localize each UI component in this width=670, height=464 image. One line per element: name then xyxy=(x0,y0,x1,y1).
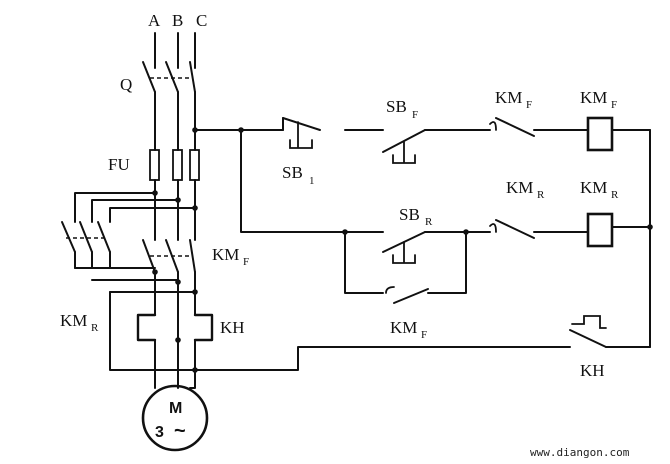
motor-phase-label: 3 xyxy=(155,424,164,441)
motor-m-label: M xyxy=(169,400,182,417)
kmr-contact-sub: R xyxy=(537,189,545,201)
sbf-sub: F xyxy=(412,109,418,121)
motor-ac-label: ~ xyxy=(174,420,186,442)
km-mid-label: KM xyxy=(212,245,239,264)
sbr-label: SB xyxy=(399,205,420,224)
phase-b-label: B xyxy=(172,11,183,30)
kmf-coil-label: KM xyxy=(580,88,607,107)
kh-overload-contact xyxy=(194,315,651,371)
kmr-main-contacts xyxy=(61,221,111,269)
forward-button-sbf xyxy=(382,129,461,164)
kmf-hold-label: KM xyxy=(390,318,417,337)
km-left-label: KM xyxy=(60,311,87,330)
kmf-interlock-contact xyxy=(489,219,589,239)
main-switch-q xyxy=(142,61,196,93)
sb1-label: SB xyxy=(282,163,303,182)
watermark: www.diangon.com xyxy=(530,446,630,459)
kmr-coil-label: KM xyxy=(580,178,607,197)
sb1-sub: 1 xyxy=(309,175,315,187)
control-circuit xyxy=(192,116,653,371)
kmf-coil-sub: F xyxy=(611,99,617,111)
kmr-coil xyxy=(586,212,614,248)
fuse-fu-label: FU xyxy=(108,155,130,174)
km-left-sub: R xyxy=(91,322,99,334)
reverse-button-sbr xyxy=(382,231,491,264)
kmf-contact-sub: F xyxy=(526,99,532,111)
phase-c-label: C xyxy=(196,11,207,30)
sbf-label: SB xyxy=(386,97,407,116)
kmf-coil xyxy=(586,116,614,152)
power-circuit xyxy=(61,32,214,389)
km-mid-sub: F xyxy=(243,256,249,268)
kmr-coil-sub: R xyxy=(611,189,619,201)
fuses-fu xyxy=(149,149,200,181)
kh-left-label: KH xyxy=(220,318,245,337)
kmr-contact-label: KM xyxy=(506,178,533,197)
kmf-contact-label: KM xyxy=(495,88,522,107)
phase-a-label: A xyxy=(148,11,161,30)
kmr-interlock-contact xyxy=(489,117,589,137)
kmf-hold-sub: F xyxy=(421,329,427,341)
kmf-main-contacts xyxy=(142,239,196,273)
sbr-sub: R xyxy=(425,216,433,228)
stop-button-sb1 xyxy=(282,117,321,149)
kh-right-label: KH xyxy=(580,361,605,380)
motor xyxy=(141,384,209,452)
kmf-hold-contact xyxy=(344,231,467,304)
switch-q-label: Q xyxy=(120,75,132,94)
thermal-relay-kh xyxy=(136,313,214,342)
